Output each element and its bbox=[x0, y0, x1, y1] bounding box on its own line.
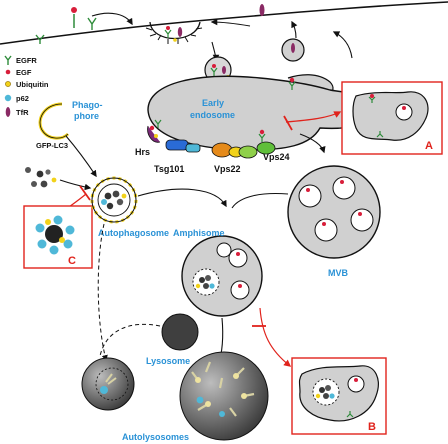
legend-egf: EGF bbox=[16, 68, 32, 77]
legend-egf-icon bbox=[5, 69, 11, 75]
dashed-autophagosome-to-autolysosome bbox=[97, 223, 108, 362]
dashed-lysosome-to-autolysosome bbox=[99, 323, 161, 357]
escrt-vps24 bbox=[256, 129, 276, 155]
arrow-endosome-to-mvb bbox=[299, 133, 326, 154]
arrow-recycling-top bbox=[210, 18, 251, 27]
inhibition-to-panel-b bbox=[259, 307, 292, 367]
legend-tfr: TfR bbox=[16, 108, 29, 117]
legend-tfr-icon bbox=[5, 107, 11, 117]
arrow-recycle-up-2 bbox=[332, 31, 353, 59]
panel-c-p62-cluster bbox=[35, 215, 75, 255]
inhibition-bar-a bbox=[283, 115, 293, 131]
panel-a-letter: A bbox=[425, 140, 433, 152]
panel-b-letter: B bbox=[368, 421, 376, 433]
arrow-autophagosome-to-amphisome bbox=[137, 188, 227, 208]
escrt-tsg101 bbox=[165, 139, 201, 153]
lysosome bbox=[161, 313, 199, 351]
early-endosome-label-2: endosome bbox=[190, 110, 235, 120]
panel-c-letter: C bbox=[68, 255, 76, 267]
gfp-lc3-label: GFP-LC3 bbox=[36, 141, 68, 150]
recycling-vesicle-right bbox=[281, 38, 305, 62]
mvb-label: MVB bbox=[328, 268, 349, 278]
autolysosome-large bbox=[179, 351, 269, 441]
mvb bbox=[287, 165, 381, 259]
arrow-phagophore-to-autophagosome bbox=[65, 135, 97, 178]
amphisome bbox=[181, 235, 263, 317]
lysosome-label: Lysosome bbox=[146, 356, 190, 366]
hrs-label: Hrs bbox=[135, 147, 150, 157]
arrow-recycle-up-1 bbox=[291, 20, 298, 39]
panel-b-amphisome bbox=[298, 365, 379, 422]
tsg101-label: Tsg101 bbox=[154, 164, 184, 174]
autophagosome bbox=[90, 176, 138, 224]
surface-egfr-egf bbox=[71, 7, 77, 28]
phagophore bbox=[38, 102, 70, 140]
vps24-label: Vps24 bbox=[263, 152, 290, 162]
plasma-membrane bbox=[0, 1, 448, 45]
autolysosomes-label: Autolysosomes bbox=[122, 432, 189, 442]
autophagosome-label: Autophagosome bbox=[98, 228, 169, 238]
surface-receptor-left bbox=[35, 34, 45, 44]
legend-ubiquitin: Ubiquitin bbox=[16, 80, 49, 89]
arrow-mvb-to-amphisome bbox=[231, 192, 289, 209]
surface-tfr bbox=[259, 4, 265, 16]
arrow-cargo-to-autophagosome bbox=[59, 179, 92, 191]
escrt-vps22 bbox=[211, 142, 258, 159]
arrow-into-membrane bbox=[91, 12, 133, 26]
legend-egfr: EGFR bbox=[16, 56, 37, 65]
phagophore-label-1: Phago- bbox=[72, 100, 103, 110]
early-endosome-label-1: Early bbox=[202, 98, 224, 108]
legend-ubiquitin-icon bbox=[5, 81, 11, 87]
vps22-label: Vps22 bbox=[214, 164, 241, 174]
surface-receptor-right bbox=[87, 17, 97, 30]
phagophore-label-2: phore bbox=[74, 111, 99, 121]
escrt-hrs bbox=[147, 119, 162, 143]
legend-p62-icon bbox=[4, 94, 12, 102]
clathrin-coated-pit bbox=[145, 21, 203, 44]
amphisome-label: Amphisome bbox=[173, 228, 225, 238]
panel-a-endosome bbox=[352, 91, 429, 141]
inhibition-bar-c bbox=[79, 185, 91, 201]
legend: EGFR EGF Ubiquitin p62 TfR bbox=[4, 55, 49, 117]
autolysosome-small bbox=[81, 357, 135, 411]
legend-p62: p62 bbox=[16, 94, 29, 103]
legend-egfr-icon bbox=[4, 55, 12, 65]
inhibition-to-panel-a bbox=[285, 111, 342, 123]
cargo-aggregate bbox=[25, 167, 57, 188]
